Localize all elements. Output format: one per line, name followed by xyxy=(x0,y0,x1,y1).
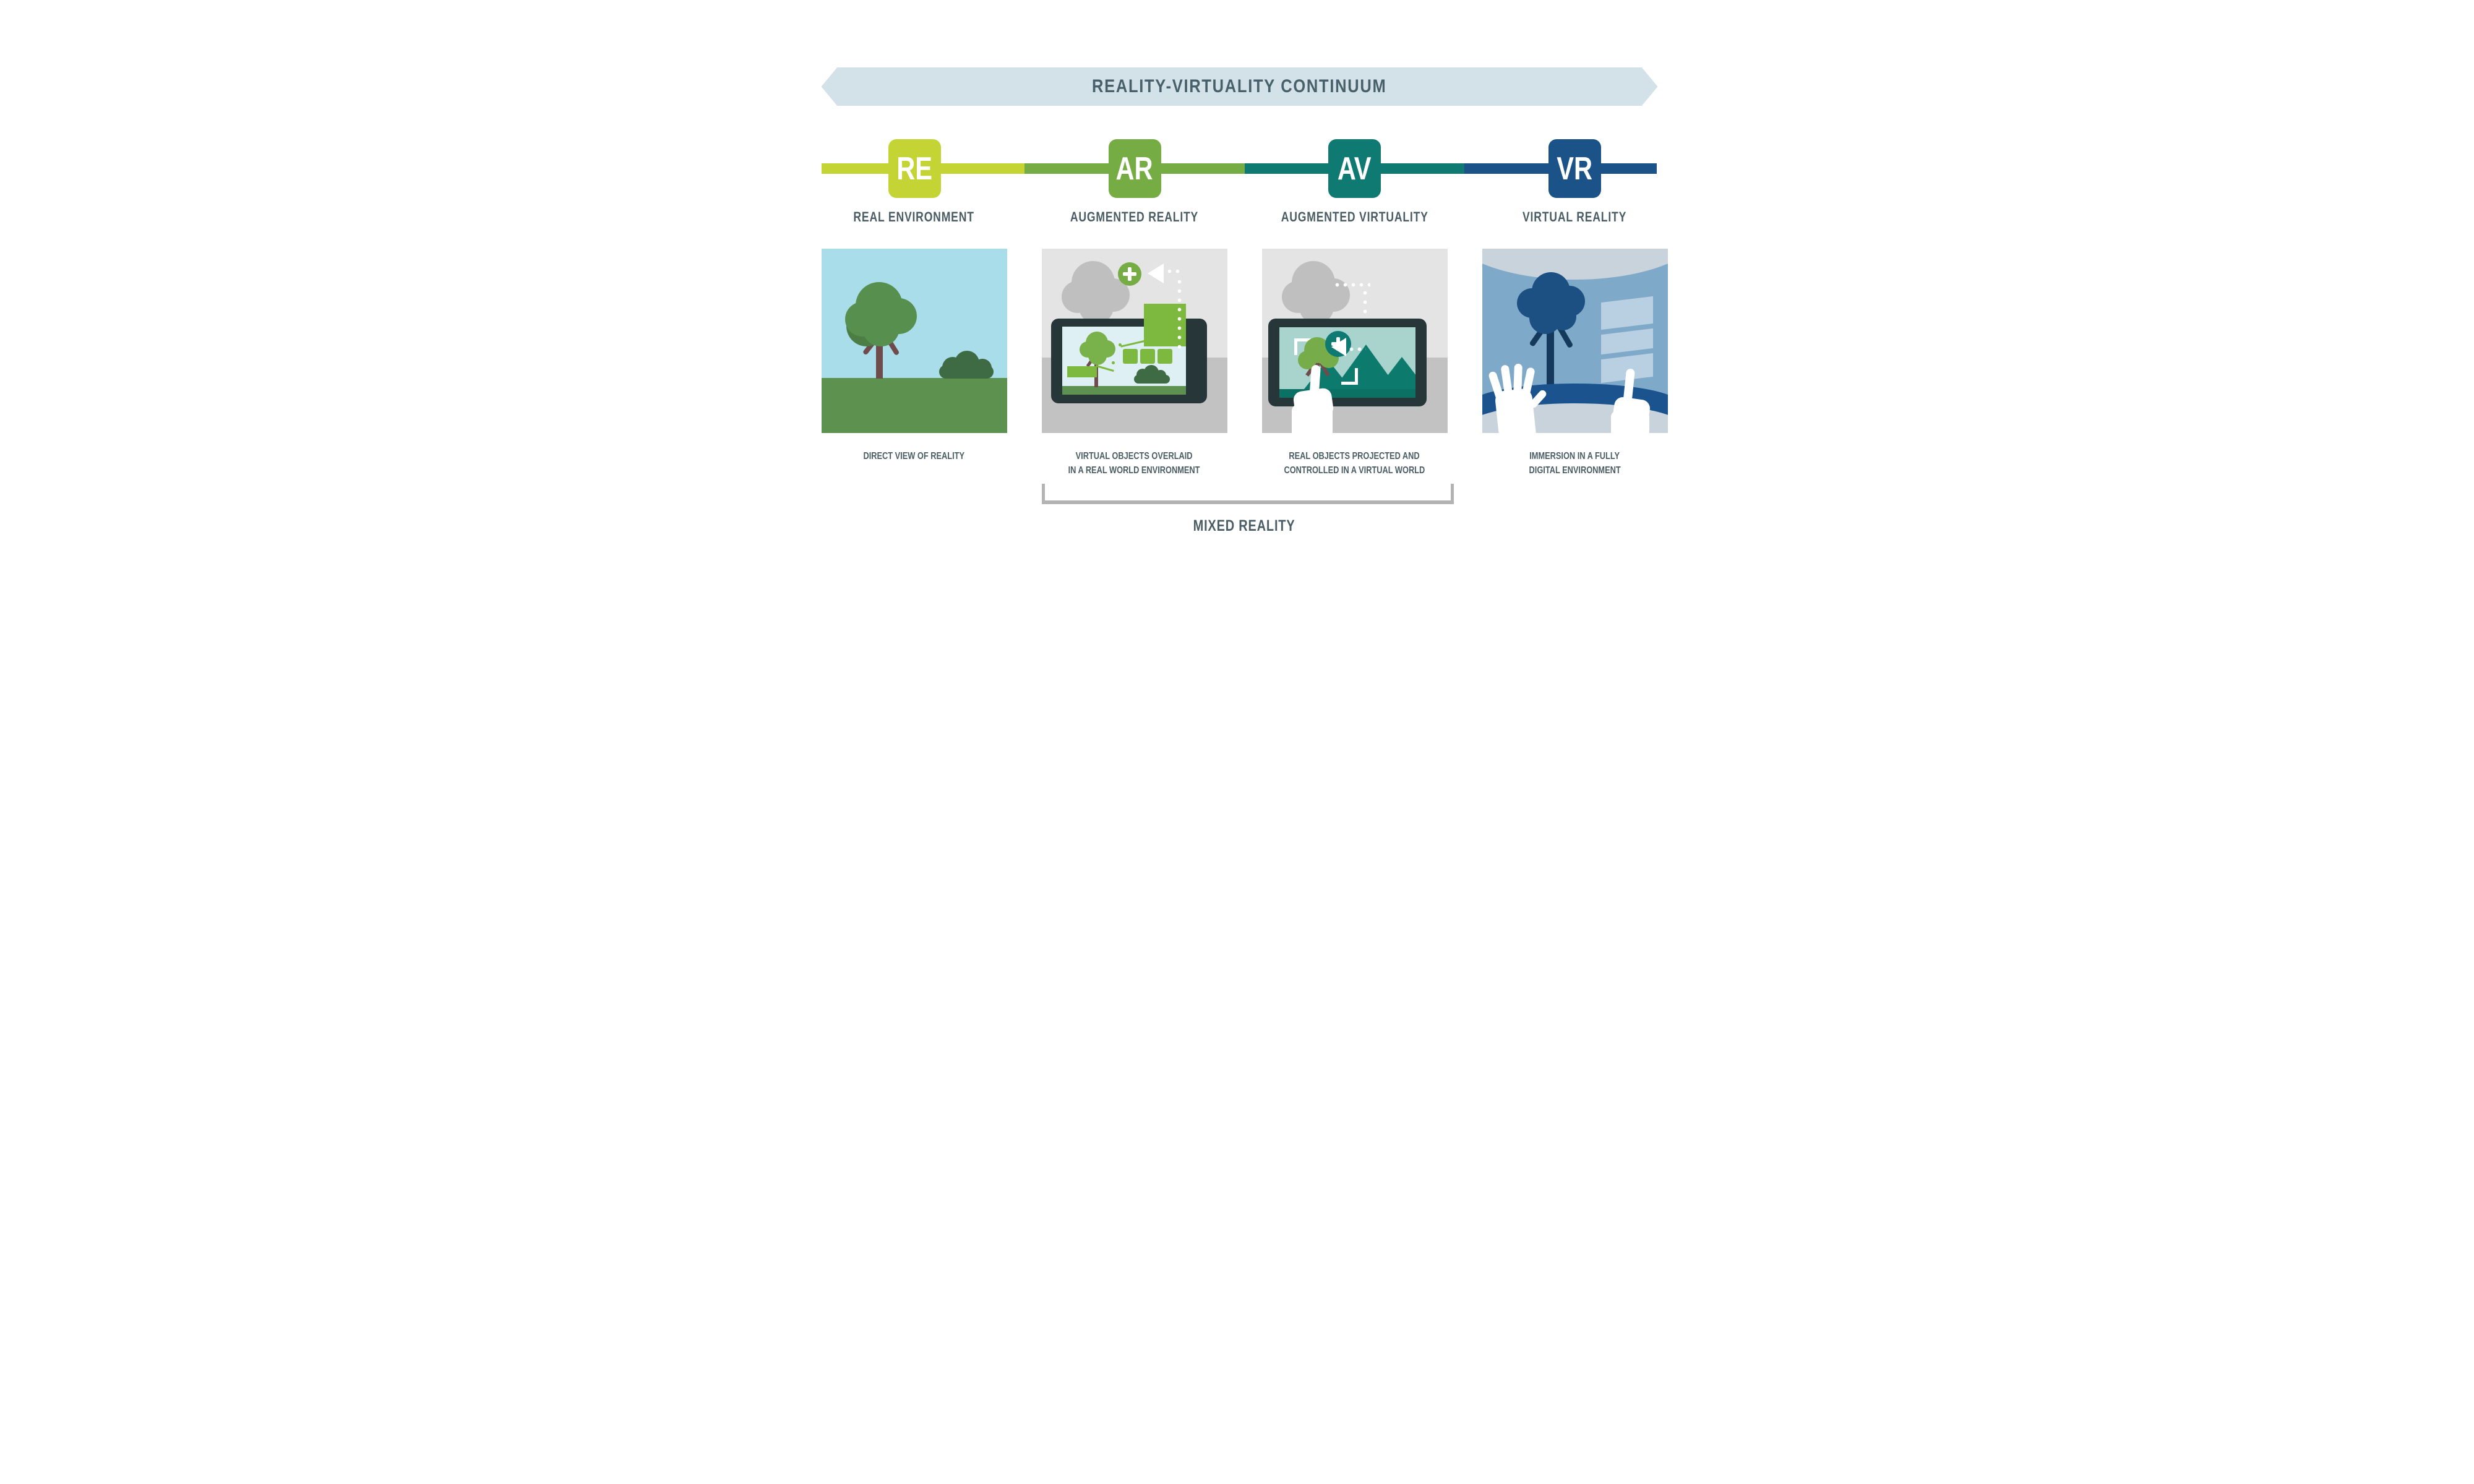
badge-vr-label: VR xyxy=(1557,150,1592,187)
connector-line xyxy=(1120,340,1146,348)
badge-ar: AR xyxy=(1108,139,1161,198)
canopy xyxy=(862,309,900,346)
page-title: REALITY-VIRTUALITY CONTINUUM xyxy=(1092,76,1387,97)
tablet-screen xyxy=(1279,327,1415,398)
ceiling xyxy=(1482,249,1668,280)
connector-line xyxy=(1095,364,1114,372)
connector-dot xyxy=(1118,343,1122,346)
connector-dot xyxy=(1111,361,1115,364)
palm xyxy=(1291,405,1333,433)
caption-re: DIRECT VIEW OF REALITY xyxy=(863,451,965,461)
ar-overlay-card xyxy=(1140,349,1155,364)
badge-re-label: RE xyxy=(896,150,932,187)
plus-icon xyxy=(1127,267,1132,281)
mountains-icon xyxy=(1377,357,1415,389)
vr-menu-panel xyxy=(1600,328,1653,355)
re-illustration xyxy=(821,249,1007,433)
tree-trunk xyxy=(1546,318,1554,401)
ar-overlay-card xyxy=(1122,349,1138,364)
grass xyxy=(821,378,1007,433)
label-augmented-virtuality: AUGMENTED VIRTUALITY xyxy=(1281,209,1428,225)
screen-canopy xyxy=(1088,346,1107,365)
ar-overlay-bar xyxy=(1067,366,1097,377)
arrow-left-icon xyxy=(1331,338,1346,356)
badge-av: AV xyxy=(1328,139,1381,198)
viewfinder-bracket-icon xyxy=(1294,338,1311,355)
canopy xyxy=(1548,303,1576,330)
caption-ar: VIRTUAL OBJECTS OVERLAID IN A REAL WORLD… xyxy=(1068,451,1200,476)
vr-illustration xyxy=(1482,249,1668,433)
badge-ar-label: AR xyxy=(1115,150,1154,187)
arrow-left-icon xyxy=(1147,264,1164,283)
palm xyxy=(1493,388,1537,433)
badge-av-label: AV xyxy=(1337,150,1372,187)
screen-grass xyxy=(1062,386,1186,395)
screen-bush-base xyxy=(1133,375,1170,384)
label-real-environment: REAL ENVIRONMENT xyxy=(853,209,975,225)
dotted-line-h xyxy=(1333,282,1370,288)
caption-av: REAL OBJECTS PROJECTED AND CONTROLLED IN… xyxy=(1284,451,1425,476)
dotted-line-h xyxy=(1165,268,1182,274)
badge-re: RE xyxy=(888,139,941,198)
vr-menu-panel xyxy=(1600,296,1653,330)
label-virtual-reality: VIRTUAL REALITY xyxy=(1523,209,1627,225)
tree-trunk xyxy=(875,330,883,379)
ar-overlay-card xyxy=(1157,349,1172,364)
mixed-reality-bracket xyxy=(1041,484,1454,504)
viewfinder-bracket-icon xyxy=(1341,368,1358,385)
add-circle-icon xyxy=(1117,262,1141,286)
av-illustration xyxy=(1261,249,1448,433)
caption-vr: IMMERSION IN A FULLY DIGITAL ENVIRONMENT xyxy=(1529,451,1621,476)
sil-canopy xyxy=(1299,290,1334,324)
continuum-banner: REALITY-VIRTUALITY CONTINUUM xyxy=(821,67,1658,106)
mixed-reality-label: MIXED REALITY xyxy=(1193,517,1295,534)
dotted-line-v xyxy=(1176,277,1182,350)
bush-base xyxy=(938,365,994,379)
badge-vr: VR xyxy=(1548,139,1601,198)
sil-canopy xyxy=(1078,290,1114,324)
dotted-line-h xyxy=(1347,346,1366,352)
palm xyxy=(1610,411,1649,433)
reality-virtuality-infographic: REALITY-VIRTUALITY CONTINUUM RE AR AV VR… xyxy=(742,0,1732,594)
label-augmented-reality: AUGMENTED REALITY xyxy=(1070,209,1199,225)
ar-illustration xyxy=(1041,249,1227,433)
